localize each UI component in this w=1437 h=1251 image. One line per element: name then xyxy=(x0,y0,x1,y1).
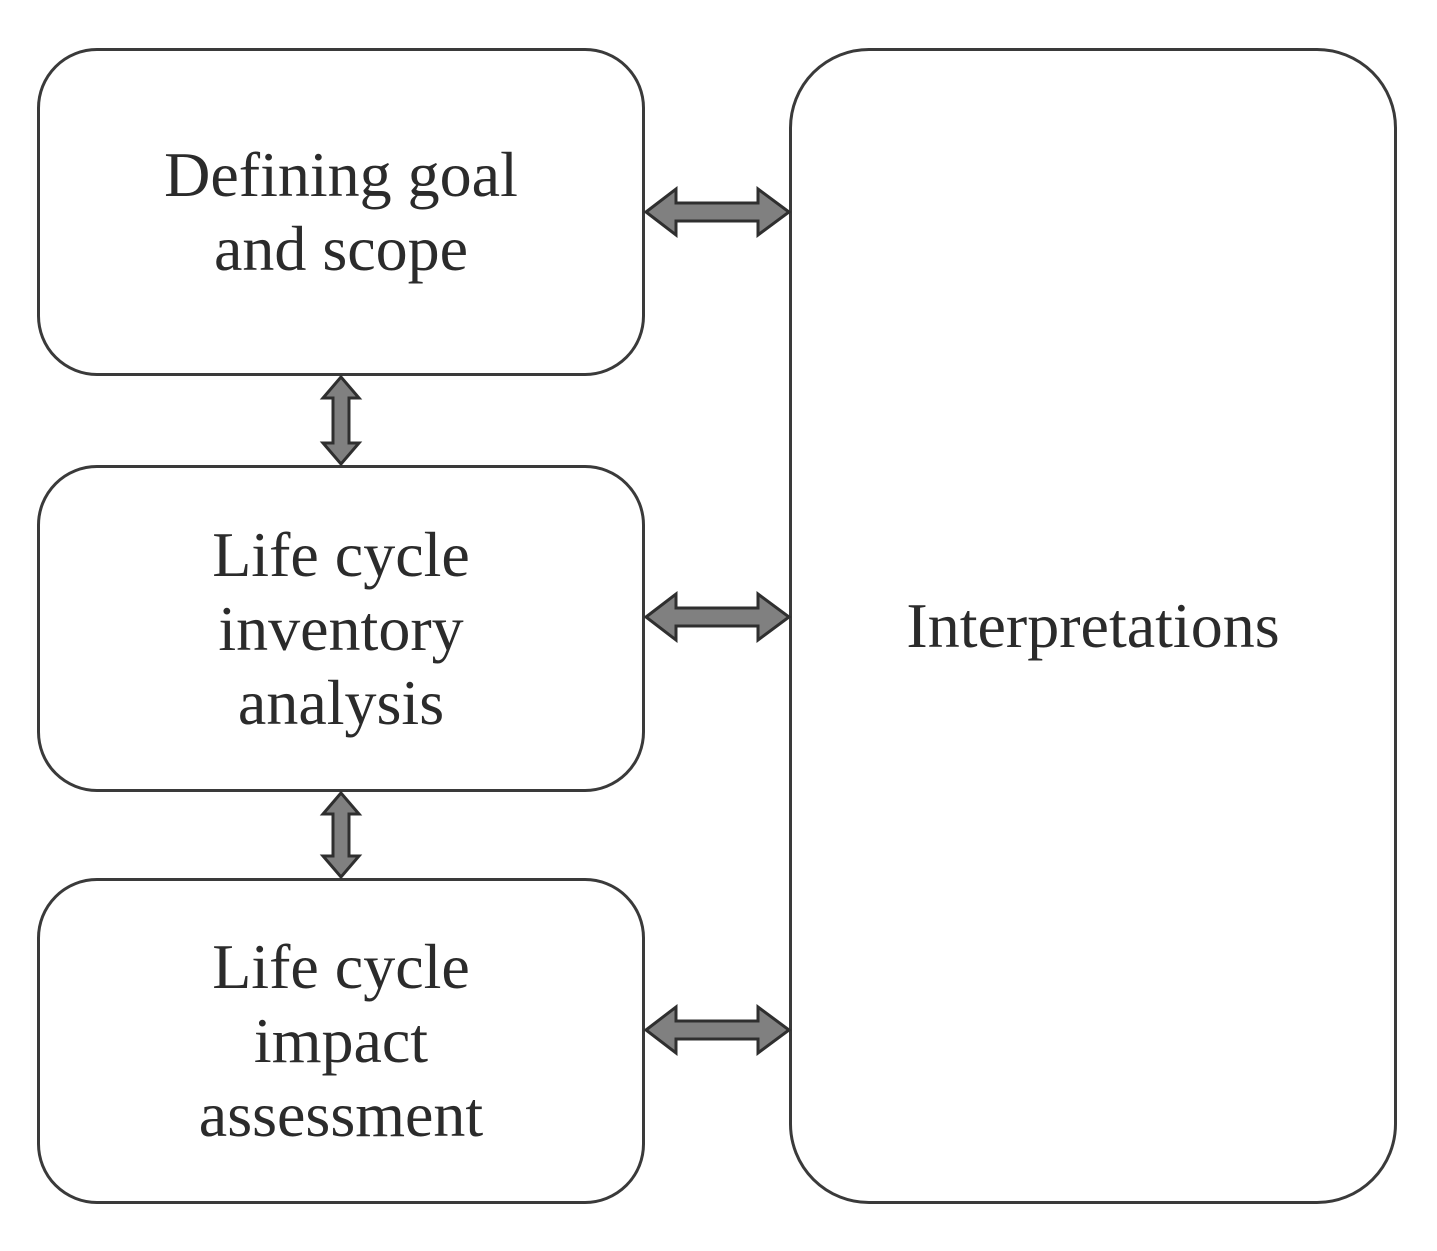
arrow-goal-inventory xyxy=(319,374,363,467)
goal-and-scope-box: Defining goal and scope xyxy=(37,48,645,376)
inventory-line-1: Life cycle xyxy=(212,518,470,590)
arrow-inventory-impact xyxy=(319,790,363,880)
arrow-inventory-interpretation xyxy=(643,590,792,644)
inventory-analysis-text: Life cycle inventory analysis xyxy=(212,518,470,740)
arrow-goal-interpretation xyxy=(643,185,792,239)
impact-line-1: Life cycle xyxy=(212,931,470,1002)
goal-and-scope-text: Defining goal and scope xyxy=(164,138,518,286)
inventory-line-2: inventory xyxy=(218,592,464,664)
interpretations-box: Interpretations xyxy=(789,48,1397,1204)
goal-line-2: and scope xyxy=(213,213,469,284)
impact-assessment-text: Life cycle impact assessment xyxy=(199,930,483,1152)
inventory-analysis-box: Life cycle inventory analysis xyxy=(37,465,645,792)
impact-line-3: assessment xyxy=(198,1079,484,1150)
interpretations-label: Interpretations xyxy=(906,590,1280,661)
goal-line-1: Defining goal xyxy=(164,139,518,210)
impact-assessment-box: Life cycle impact assessment xyxy=(37,878,645,1204)
impact-line-2: impact xyxy=(253,1005,429,1076)
arrow-impact-interpretation xyxy=(643,1003,792,1057)
inventory-line-3: analysis xyxy=(237,666,445,738)
